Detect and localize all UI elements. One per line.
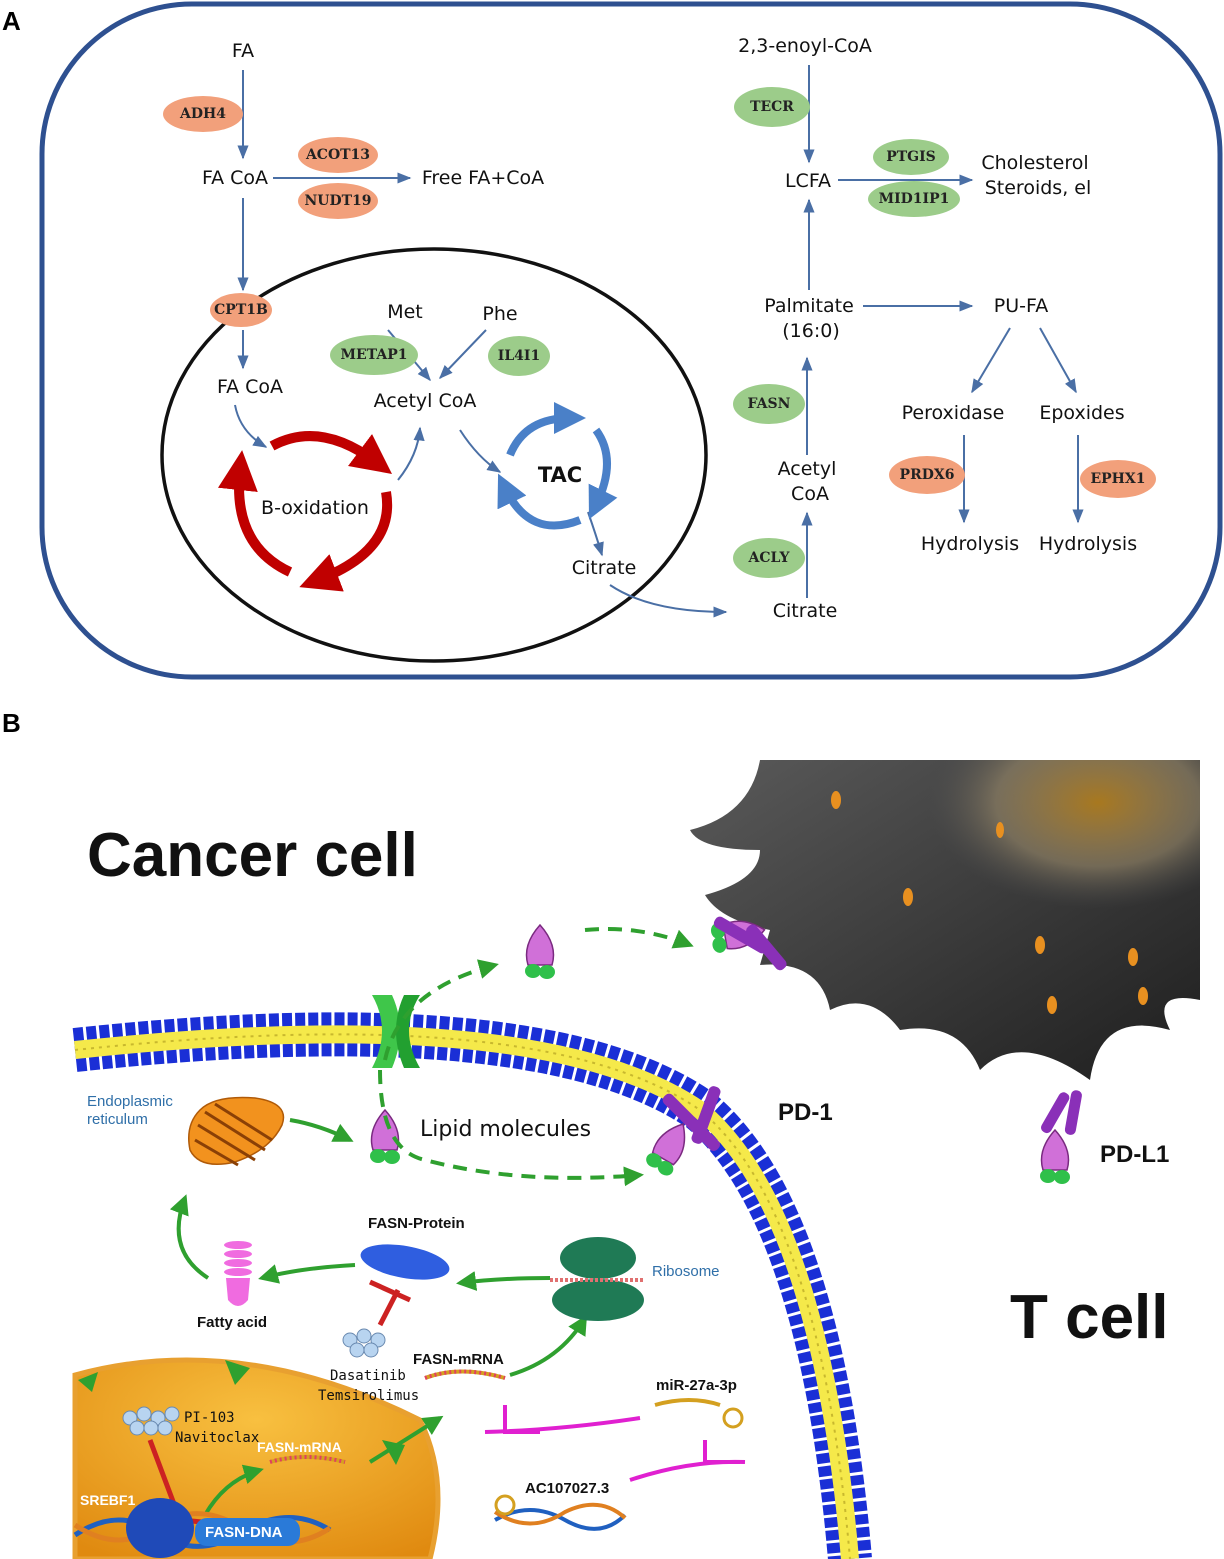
ribosome-icon	[550, 1237, 645, 1321]
enzyme-adh4	[163, 96, 243, 132]
enzyme-tecr	[734, 87, 810, 127]
label-coa: CoA	[791, 483, 829, 505]
enzyme-acly	[733, 538, 805, 578]
label-enoyl-coa: 2,3-enoyl-CoA	[738, 35, 872, 57]
enzyme-mid1ip1-label: MID1IP1	[879, 191, 950, 207]
lncrna-label: AC107027.3	[525, 1480, 609, 1497]
mrna-strands	[269, 1369, 744, 1464]
endoplasmic-reticulum	[188, 1096, 285, 1167]
label-peroxidase: Peroxidase	[902, 402, 1005, 424]
lipid-transport-arrows	[378, 927, 694, 1187]
panel-b-label: B	[2, 708, 21, 738]
mir-label: miR-27a-3p	[656, 1377, 737, 1394]
label-lcfa: LCFA	[785, 170, 831, 192]
label-fa-coa-mito: FA CoA	[217, 376, 283, 398]
label-citrate-cyto: Citrate	[773, 600, 838, 622]
b-oxidation-cycle	[217, 431, 393, 592]
fasn-mrna-cyto-label: FASN-mRNA	[413, 1351, 504, 1368]
drug2-label-line1: PI-103	[184, 1410, 235, 1426]
enzyme-il4i1	[488, 336, 550, 376]
drug-icon-1	[342, 1328, 386, 1358]
label-cholesterol: Cholesterol	[981, 152, 1088, 174]
enzyme-ephx1	[1080, 460, 1156, 498]
fatty-acid-icon	[224, 1241, 252, 1306]
cancer-cell-title: Cancer cell	[87, 821, 418, 890]
t-cell-granules	[831, 791, 1148, 1014]
enzyme-mid1ip1	[868, 181, 960, 217]
enzyme-acly-label: ACLY	[748, 550, 791, 566]
pd1-pdl1-receptors	[662, 916, 1082, 1152]
fatty-acid-label: Fatty acid	[197, 1314, 267, 1331]
enzyme-metap1-label: METAP1	[341, 347, 408, 363]
label-met: Met	[387, 301, 423, 323]
enzyme-fasn	[733, 384, 805, 424]
er-label-line1: Endoplasmic	[87, 1093, 173, 1110]
enzyme-acot13-label: ACOT13	[305, 147, 370, 163]
srebf1-label: SREBF1	[80, 1492, 135, 1508]
enzyme-cpt1b	[210, 293, 272, 327]
enzyme-cpt1b-label: CPT1B	[214, 302, 268, 318]
rna-inhibition-marks	[484, 1405, 746, 1482]
enzyme-ptgis	[873, 139, 949, 175]
enzyme-ptgis-label: PTGIS	[886, 149, 936, 165]
lncrna-dna	[493, 1494, 627, 1531]
label-palmitate-sub: (16:0)	[782, 320, 840, 342]
enzyme-ephx1-label: EPHX1	[1090, 471, 1145, 487]
t-cell-title: T cell	[1010, 1283, 1169, 1352]
fasn-protein-label: FASN-Protein	[368, 1215, 465, 1232]
enzyme-nodes	[163, 87, 1156, 578]
pdl1-label: PD-L1	[1100, 1141, 1169, 1168]
ribosome-label: Ribosome	[652, 1263, 720, 1280]
enzyme-acot13	[298, 137, 378, 173]
enzyme-tecr-label: TECR	[750, 99, 794, 115]
enzyme-nudt19-label: NUDT19	[304, 193, 371, 209]
enzyme-il4i1-label: IL4I1	[498, 348, 540, 364]
enzyme-fasn-label: FASN	[748, 396, 791, 412]
cell-membrane	[72, 1012, 872, 1559]
drug2-label-line2: Navitoclax	[175, 1430, 259, 1446]
er-label-line2: reticulum	[87, 1111, 148, 1128]
mitochondrion-outline	[160, 247, 708, 663]
pd1-label: PD-1	[778, 1099, 833, 1126]
label-tac: TAC	[538, 463, 582, 487]
lipid-molecules-label: Lipid molecules	[420, 1117, 591, 1142]
label-free-fa-coa: Free FA+CoA	[422, 167, 544, 189]
membrane-channel	[372, 995, 420, 1068]
label-hydrolysis-2: Hydrolysis	[1039, 533, 1137, 555]
label-citrate-mito: Citrate	[572, 557, 637, 579]
enzyme-nudt19	[298, 183, 378, 219]
label-steroids: Steroids, el	[985, 177, 1092, 199]
panel-a-label: A	[2, 6, 21, 36]
enzyme-adh4-label: ADH4	[179, 106, 226, 122]
label-fa-coa: FA CoA	[202, 167, 268, 189]
label-b-oxidation: B-oxidation	[261, 497, 369, 519]
enzyme-metap1	[330, 335, 418, 375]
enzyme-prdx6-label: PRDX6	[900, 467, 955, 483]
label-hydrolysis-1: Hydrolysis	[921, 533, 1019, 555]
synthesis-arrows	[169, 1118, 588, 1516]
fasn-protein-icon	[360, 1244, 450, 1280]
label-acetyl: Acetyl	[778, 458, 837, 480]
fa-pathway-arrows	[234, 70, 728, 618]
label-pu-fa: PU-FA	[994, 295, 1048, 317]
drug1-label-line2: Temsirolimus	[318, 1388, 419, 1404]
fasn-dna	[73, 1498, 332, 1558]
drug-icon-2	[122, 1406, 180, 1436]
label-epoxides: Epoxides	[1039, 402, 1124, 424]
label-palmitate: Palmitate	[764, 295, 854, 317]
label-acetyl-coa-mito: Acetyl CoA	[374, 390, 477, 412]
drug1-label-line1: Dasatinib	[330, 1368, 406, 1384]
label-fa: FA	[232, 40, 254, 62]
cell-outline	[39, 1, 1223, 680]
fasn-mrna-nuc-label: FASN-mRNA	[257, 1439, 342, 1455]
lipogenesis-arrows	[801, 65, 1084, 598]
enzyme-prdx6	[889, 456, 965, 494]
tac-cycle	[497, 402, 618, 530]
fasn-dna-label: FASN-DNA	[205, 1524, 283, 1541]
label-phe: Phe	[482, 303, 517, 325]
t-cell	[690, 760, 1200, 1080]
